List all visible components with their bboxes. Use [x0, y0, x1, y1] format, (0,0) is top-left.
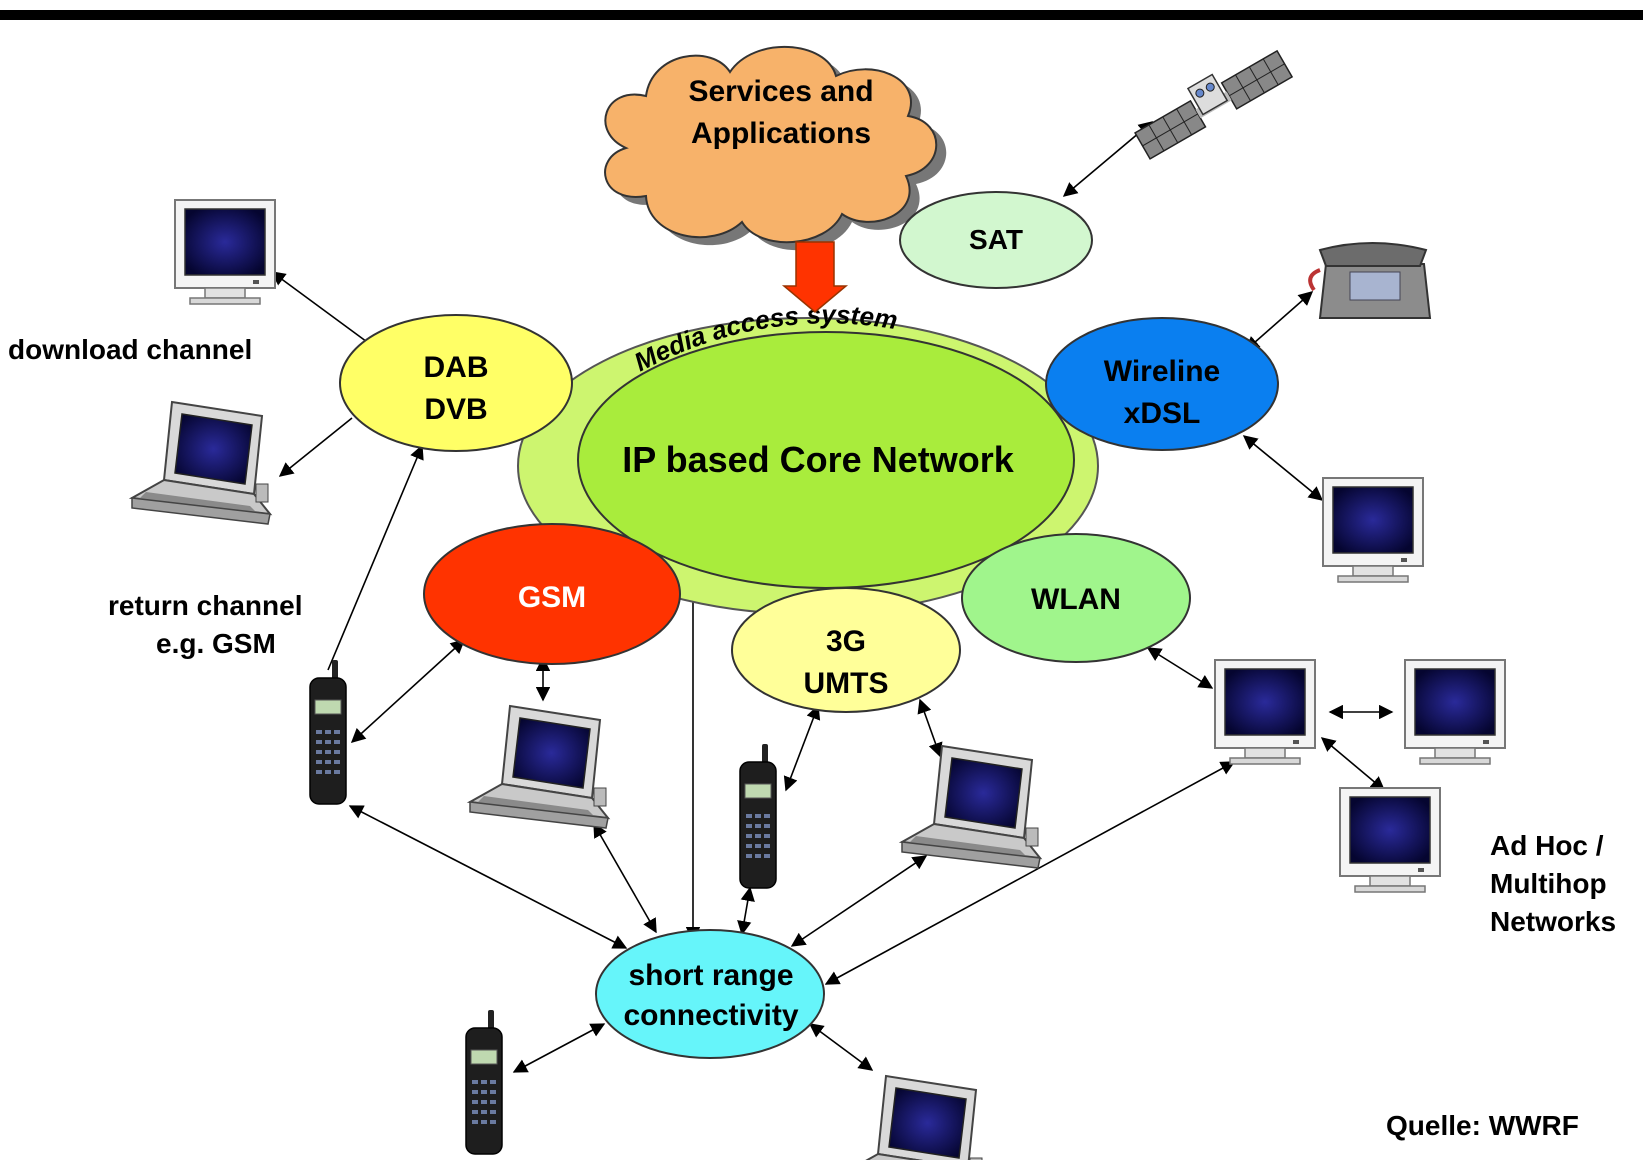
- umts-label-line2: UMTS: [803, 667, 889, 700]
- wireline-label-line1: Wireline: [1103, 355, 1221, 388]
- wireline-network: [1045, 317, 1279, 451]
- arrow-dab-laptop: [278, 417, 353, 477]
- cloud-label-line2: Applications: [690, 117, 871, 150]
- phone-icon-short-range: [465, 1009, 503, 1155]
- arrow-short-phone1: [348, 805, 628, 949]
- umts-network: [731, 587, 961, 713]
- short-range-network: [595, 929, 825, 1059]
- download-channel-label: download channel: [8, 334, 253, 365]
- umts-label-line1: 3G: [825, 625, 867, 658]
- arrow-wlan-monitor: [1146, 647, 1214, 689]
- arrow-adhoc-2: [1320, 737, 1386, 791]
- adhoc-label-line1: Ad Hoc /: [1490, 830, 1604, 861]
- phone-icon-umts: [739, 743, 777, 889]
- cloud-down-arrow: [781, 241, 849, 313]
- arrow-short-laptop1: [593, 822, 657, 934]
- connector-arrows: [270, 121, 1394, 1073]
- arrow-short-laptop3: [808, 1023, 874, 1071]
- adhoc-label-line2: Multihop: [1490, 868, 1607, 899]
- arrow-short-laptop2: [790, 855, 928, 947]
- arrow-dab-monitor: [270, 271, 379, 351]
- laptop-icon-umts: [901, 745, 1041, 869]
- monitor-icon-wireline: [1322, 477, 1424, 583]
- arrow-wireline-monitor: [1242, 435, 1324, 501]
- arrow-wireline-phone: [1244, 291, 1314, 351]
- monitor-icon-adhoc-1: [1214, 659, 1316, 765]
- wlan-network: [961, 533, 1191, 663]
- dab-label-line1: DAB: [423, 351, 489, 384]
- dab-dvb-network: [339, 314, 573, 452]
- core-network-label: IP based Core Network: [622, 439, 1014, 480]
- arrow-umts-phone: [783, 704, 821, 792]
- short-range-label-line1: short range: [628, 959, 794, 992]
- services-cloud: [604, 45, 947, 251]
- top-rule: [0, 10, 1643, 20]
- laptop-icon-download: [131, 401, 271, 525]
- arrow-short-phone2: [737, 886, 755, 936]
- arrow-short-phone3: [512, 1023, 606, 1073]
- laptop-icon-gsm: [469, 705, 609, 829]
- wlan-label: WLAN: [1031, 583, 1121, 616]
- arrow-short-adhoc: [824, 761, 1236, 985]
- cloud-label-line1: Services and: [688, 75, 874, 108]
- arrow-umts-laptop: [917, 698, 943, 758]
- satellite-icon: [1134, 49, 1294, 160]
- gsm-label: GSM: [517, 581, 587, 614]
- adhoc-label-line3: Networks: [1490, 906, 1617, 937]
- wireline-label-line2: xDSL: [1123, 397, 1201, 430]
- sat-network: [899, 191, 1093, 289]
- monitor-icon-adhoc-2: [1404, 659, 1506, 765]
- sat-label: SAT: [969, 224, 1023, 255]
- arrow-return-channel: [327, 444, 424, 671]
- return-channel-label-line1: return channel: [108, 590, 303, 621]
- telephone-icon: [1308, 242, 1432, 319]
- monitor-icon-download: [174, 199, 276, 305]
- return-channel-label-line2: e.g. GSM: [156, 628, 276, 659]
- phone-icon-gsm: [309, 659, 347, 805]
- dab-label-line2: DVB: [424, 393, 488, 426]
- monitor-icon-adhoc-3: [1339, 787, 1441, 893]
- short-range-label-line2: connectivity: [623, 999, 799, 1032]
- laptop-icon-short-range: [845, 1075, 985, 1160]
- gsm-network: [423, 523, 681, 665]
- source-label: Quelle: WWRF: [1386, 1110, 1579, 1141]
- arrow-gsm-phone: [350, 639, 466, 743]
